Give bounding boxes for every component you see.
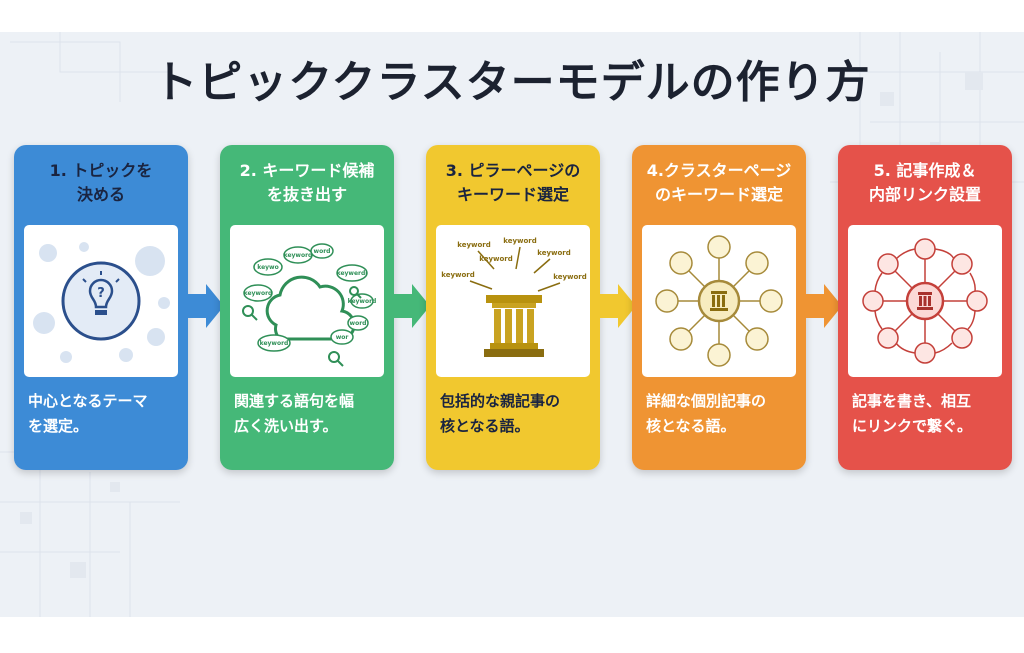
pillar-label: keyword	[441, 271, 475, 279]
step-description: 記事を書き、相互 にリンクで繋ぐ。	[852, 392, 973, 435]
step-card-2: 2. キーワード候補 を抜き出す keywo keyword word keyw…	[220, 145, 394, 470]
step-illustration: keyword keyword keyword keyword keyword …	[436, 225, 590, 377]
step-description: 詳細な個別記事の 核となる語。	[646, 392, 767, 435]
cloud-label: keywerdi	[337, 270, 368, 277]
pillar-label: keyword	[503, 237, 537, 245]
step-card-4: 4.クラスターページ のキーワード選定 詳細な個別記事の 核となる語。	[632, 145, 806, 470]
step-card-1: 1. トピックを 決める ? 中心となるテーマ を選定。	[14, 145, 188, 470]
pillar-label: keyword	[479, 255, 513, 263]
step-description: 中心となるテーマ を選定。	[28, 392, 148, 435]
step-title: 4.クラスターページ のキーワード選定	[646, 161, 792, 204]
flow-arrow-3	[600, 284, 636, 328]
cloud-label: keyword	[244, 290, 273, 297]
step-illustration: ?	[24, 225, 178, 377]
page-title: トピッククラスターモデルの作り方	[153, 57, 871, 108]
question-lightbulb-icon: ?	[33, 242, 170, 363]
cloud-label: keywo	[257, 264, 278, 271]
step-title: 2. キーワード候補 を抜き出す	[239, 161, 375, 204]
step-description: 関連する語句を幅 広く洗い出す。	[234, 392, 355, 435]
cluster-hub-icon	[655, 235, 783, 367]
pillar-label: keyword	[457, 241, 491, 249]
pillar-label: keyword	[553, 273, 587, 281]
step-title: 3. ピラーページの キーワード選定	[445, 161, 581, 204]
svg-text:?: ?	[97, 286, 105, 301]
cloud-label: keyword	[260, 340, 289, 347]
step-illustration: keywo keyword word keywerdi keyword keyw…	[230, 225, 384, 377]
flow-arrow-4	[806, 284, 842, 328]
step-description: 包括的な親記事の 核となる語。	[440, 392, 561, 435]
pillar-keywords-icon: keyword keyword keyword keyword keyword …	[441, 237, 587, 357]
linked-articles-icon	[862, 238, 988, 364]
step-illustration	[642, 225, 796, 377]
cloud-label: wor	[336, 334, 349, 341]
step-card-3: 3. ピラーページの キーワード選定 keyword keyword keywo…	[426, 145, 600, 470]
pillar-label: keyword	[537, 249, 571, 257]
step-title: 1. トピックを 決める	[49, 161, 153, 204]
step-illustration	[848, 225, 1002, 377]
flow-arrow-2	[394, 284, 430, 328]
cloud-label: keyword	[284, 252, 313, 259]
cloud-label: word	[350, 320, 367, 327]
step-card-5: 5. 記事作成＆ 内部リンク設置 記事を書き、相互 にリンクで繋ぐ。	[838, 145, 1012, 470]
flow-arrow-1	[188, 284, 224, 328]
keyword-cloud-icon: keywo keyword word keywerdi keyword keyw…	[242, 243, 377, 367]
cloud-label: keyword	[348, 298, 377, 305]
cloud-label: word	[314, 248, 331, 255]
step-title: 5. 記事作成＆ 内部リンク設置	[868, 161, 981, 204]
